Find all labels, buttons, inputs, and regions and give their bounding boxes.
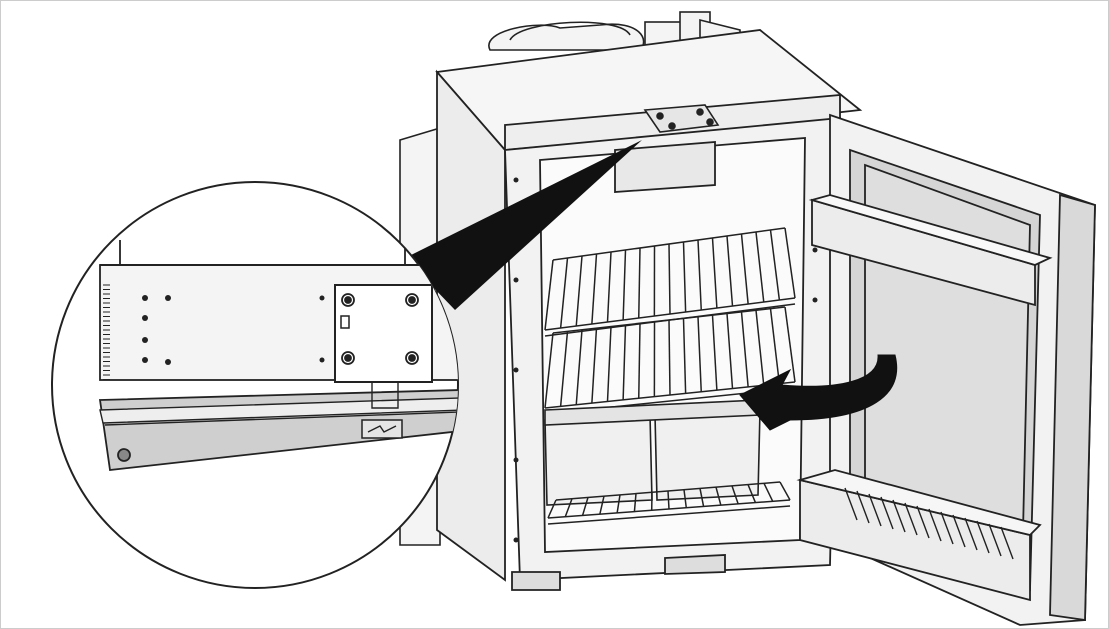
shelf-wire (683, 489, 688, 508)
bin-rib (856, 490, 870, 524)
shelf-wire (544, 332, 554, 409)
shelf-wire (547, 499, 557, 519)
shelf-wire (633, 493, 637, 512)
crisper-drawers (544, 399, 761, 506)
shelf-wire (616, 494, 621, 513)
shelf-wire (779, 481, 791, 501)
door-edge (1049, 193, 1096, 622)
shelf-wire (711, 237, 718, 309)
shelf-wire (575, 329, 583, 405)
shelf-wire (591, 253, 598, 325)
shelf-wire (581, 497, 589, 516)
bin-rib (892, 499, 906, 533)
shelf-wire (715, 486, 722, 506)
bin-rib (880, 496, 894, 530)
hinge-detail-zoom (51, 181, 459, 589)
bin-rib (964, 517, 978, 551)
bin-rib (904, 502, 918, 536)
crisper-left (544, 414, 653, 506)
shelf-wire (544, 259, 554, 331)
close-door-arrow (739, 354, 898, 431)
shelf-wire (755, 231, 765, 303)
detail-content (98, 240, 458, 471)
shelf-wire (682, 241, 687, 313)
shelf-wire (740, 311, 749, 387)
door-bin-upper-top (808, 194, 1053, 266)
shelf-wire (606, 251, 612, 323)
bin-rib (844, 487, 858, 521)
shelf-wire (726, 235, 734, 307)
shelf-wire (606, 326, 612, 402)
shelf-wire (699, 488, 705, 507)
shelf-wire (755, 310, 765, 386)
bin-rib (940, 511, 954, 545)
crisper-right (654, 409, 761, 501)
shelf-wire (740, 233, 749, 305)
shelf-wire (667, 490, 670, 510)
shelf-wire (622, 324, 627, 400)
bin-rib (988, 523, 1002, 557)
shelf-wire (769, 229, 781, 301)
bin-rib (1000, 526, 1014, 560)
shelf-wire (575, 255, 583, 327)
shelf-wire (784, 306, 796, 383)
shelf-wire (731, 485, 739, 505)
top-hose-loop (509, 21, 631, 41)
shelf-wire (697, 239, 702, 311)
detail-edge-ticks (103, 284, 110, 380)
foot-left (511, 571, 561, 591)
refrigerator-door (796, 113, 1096, 626)
bin-rib (916, 505, 930, 539)
hinge-screw (696, 108, 704, 116)
shelf-wire (622, 249, 627, 321)
shelf-wire (599, 495, 605, 515)
shelf-wire (638, 247, 641, 319)
hinge-screw (668, 122, 676, 130)
bin-rib (976, 520, 990, 554)
shelf-wire (763, 482, 774, 502)
shelf-wire (726, 313, 734, 389)
hinge-screw (656, 112, 664, 120)
shelf-front-rail-lower (547, 505, 791, 525)
bin-rib (952, 514, 966, 548)
shelf-wire (769, 308, 781, 384)
shelf-wire (638, 323, 641, 399)
shelf-wire (668, 319, 671, 396)
detail-callout-cone (405, 140, 642, 310)
hinge-screw (706, 118, 714, 126)
shelf-wire (564, 498, 573, 517)
bin-rib (868, 493, 882, 527)
wire-shelf-middle (544, 306, 796, 415)
top-hoses (488, 23, 645, 51)
inner-light-box (614, 141, 716, 193)
shelf-wire (668, 243, 671, 315)
shelf-wire (747, 484, 757, 503)
shelf-wire (559, 257, 569, 329)
wire-shelf-bottom (547, 481, 791, 525)
shelf-wire (697, 316, 702, 392)
foot-right (664, 554, 726, 575)
shelf-wire (559, 331, 569, 407)
shelf-wire (591, 328, 598, 404)
shelf-wire (784, 227, 796, 299)
shelf-wire (682, 318, 687, 394)
shelf-wire (711, 315, 718, 391)
top-hinge-plate (643, 104, 720, 133)
frame-screws (513, 177, 818, 543)
door-bin-ribs (844, 487, 1014, 560)
bin-rib (928, 508, 942, 542)
